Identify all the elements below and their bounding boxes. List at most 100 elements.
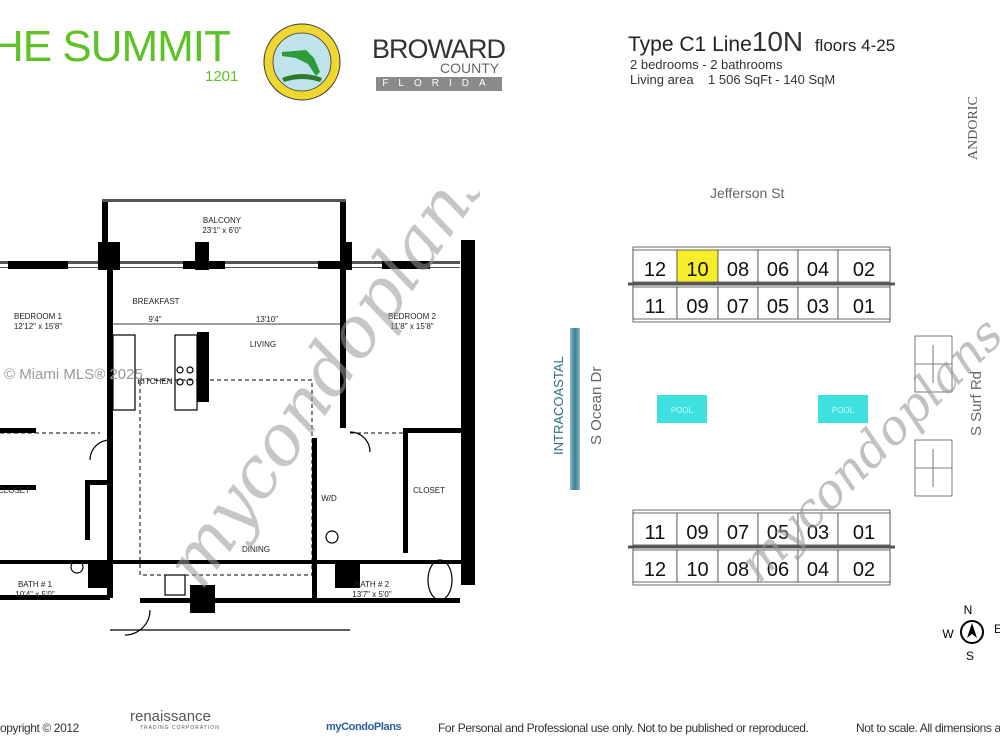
water-label: INTRACOASTAL — [551, 356, 566, 455]
unit-cell — [632, 512, 678, 546]
unit-number: 11 — [645, 296, 666, 318]
unit-number: 02 — [853, 559, 875, 581]
room-bath1: BATH # 1 — [18, 580, 53, 589]
unit-cell — [797, 512, 839, 546]
unit-cell — [837, 549, 891, 583]
dimension-a: 9'4" — [148, 315, 161, 324]
dimension-b: 13'10" — [256, 315, 278, 324]
unit-number: 07 — [727, 522, 749, 544]
unit-cell — [632, 549, 678, 583]
walls — [0, 199, 475, 613]
unit-cell — [632, 286, 678, 320]
unit-number: 07 — [727, 296, 749, 318]
room-bedroom2-dim: 11'8" x 15'8" — [390, 322, 433, 331]
renaissance-name: renaissance — [130, 708, 211, 725]
unit-cell — [632, 249, 678, 283]
unit-cell — [837, 512, 891, 546]
floor-plan: BALCONY 23'1" x 6'0" BREAKFAST BEDROOM 1… — [0, 190, 480, 636]
logo-line1: BROWARD — [372, 34, 506, 64]
unit-number: 05 — [767, 522, 789, 544]
unit-cell — [676, 286, 719, 320]
room-breakfast: BREAKFAST — [132, 297, 179, 306]
broward-county-logo: BROWARD COUNTY FLORIDA — [372, 34, 506, 91]
unit-cell — [757, 549, 799, 583]
pool-east — [818, 395, 868, 423]
unit-number: 03 — [807, 296, 829, 318]
unit-number: 10 — [686, 259, 708, 281]
compass-s: S — [966, 649, 974, 663]
room-dining: DINING — [242, 545, 270, 554]
line-value: 10N — [751, 26, 804, 57]
room-closet1: CLOSET — [0, 486, 30, 495]
unit-number: 03 — [807, 522, 829, 544]
room-bedroom2: BEDROOM 2 — [388, 312, 437, 321]
pool-west — [657, 395, 707, 423]
compass: N S E W — [942, 603, 1000, 663]
usage-notice: For Personal and Professional use only. … — [438, 721, 809, 735]
compass-e: E — [994, 622, 1000, 636]
unit-number: 12 — [644, 559, 666, 581]
unit-highlighted — [676, 249, 719, 283]
project-title: HE SUMMIT — [0, 22, 231, 71]
unit-number: 04 — [807, 259, 829, 281]
unit-cell — [757, 512, 799, 546]
type-label: Type — [628, 33, 674, 56]
floors: floors 4-25 — [814, 36, 896, 55]
line-label: Line — [712, 33, 752, 56]
unit-number: 06 — [767, 559, 789, 581]
unit-type-heading: Type C1 Line10N floors 4-25 — [628, 26, 895, 58]
pool-west-label: POOL — [671, 406, 694, 415]
street-north: Jefferson St — [710, 185, 785, 201]
type-value: C1 — [679, 33, 707, 56]
unit-cell — [837, 249, 891, 283]
unit-number: 12 — [644, 259, 666, 281]
project-number: 1201 — [205, 68, 239, 85]
copyright: opyright © 2012 — [0, 721, 79, 735]
unit-cell — [797, 549, 839, 583]
unit-cell — [676, 549, 719, 583]
room-bath1-dim: 10'4" x 5'0" — [15, 590, 55, 599]
pool-east-label: POOL — [832, 406, 855, 415]
unit-number: 09 — [686, 522, 708, 544]
unit-cell — [717, 512, 759, 546]
north-arrow-icon — [967, 623, 977, 638]
compass-n: N — [964, 603, 973, 617]
mycondoplans-logo: myCondoPlans — [326, 721, 402, 733]
unit-number: 10 — [686, 559, 708, 581]
unit-info: 2 bedrooms - 2 bathrooms Living area 1 5… — [630, 57, 835, 87]
unit-cell — [797, 286, 839, 320]
unit-cell — [837, 286, 891, 320]
unit-number: 06 — [767, 259, 789, 281]
renaissance-logo: renaissance TRADING CORPORATION — [130, 708, 220, 731]
unit-number: 09 — [686, 296, 708, 318]
unit-number: 05 — [767, 296, 789, 318]
city-seal-logo — [263, 23, 341, 101]
unit-number: 01 — [853, 522, 875, 544]
rooms-count: 2 bedrooms - 2 bathrooms — [630, 57, 783, 72]
room-balcony: BALCONY — [203, 216, 242, 225]
unit-number: 04 — [807, 559, 829, 581]
tennis-courts — [914, 335, 953, 497]
room-living: LIVING — [250, 340, 276, 349]
room-balcony-dim: 23'1" x 6'0" — [202, 226, 242, 235]
renaissance-sub: TRADING CORPORATION — [140, 725, 220, 731]
scale-notice: Not to scale. All dimensions ap — [856, 721, 1000, 735]
logo-line2: COUNTY — [440, 60, 500, 76]
unit-cell — [676, 512, 719, 546]
unit-number: 11 — [645, 522, 666, 544]
unit-number: 02 — [853, 259, 875, 281]
logo-line3: FLORIDA — [376, 77, 502, 91]
unit-cell — [717, 549, 759, 583]
unit-cell — [717, 249, 759, 283]
room-closet2: CLOSET — [413, 486, 445, 495]
room-wd: W/D — [321, 494, 337, 503]
unit-cell — [757, 249, 799, 283]
room-bath2-dim: 13'7" x 5'0" — [352, 590, 392, 599]
andoric-logo: ANDORIC — [966, 96, 981, 160]
unit-number: 08 — [727, 259, 749, 281]
unit-number: 08 — [727, 559, 749, 581]
room-bath2: BATH # 2 — [355, 580, 390, 589]
mls-watermark: © Miami MLS® 2025 — [4, 366, 143, 383]
room-bedroom1: BEDROOM 1 — [14, 312, 63, 321]
